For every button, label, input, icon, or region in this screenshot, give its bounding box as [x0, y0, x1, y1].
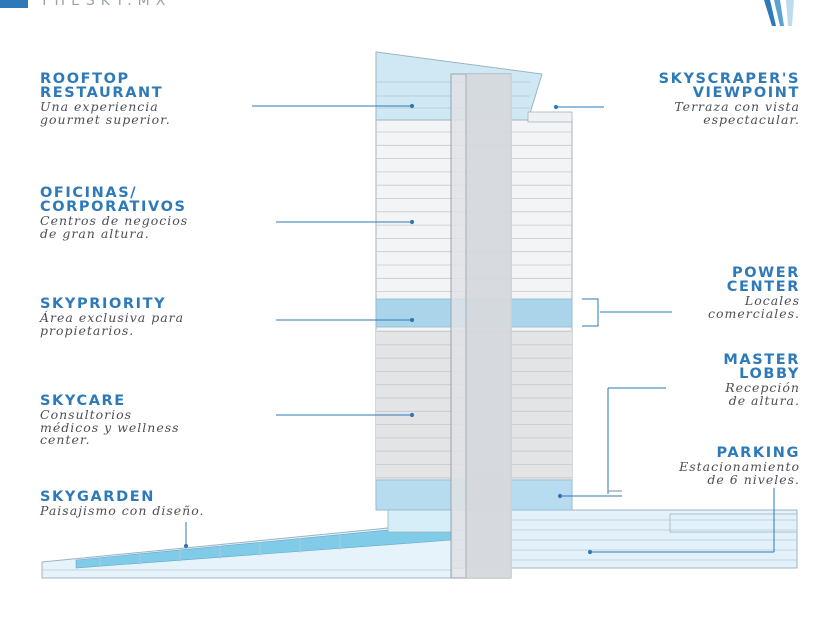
skygarden-desc: Paisajismo con diseño.	[40, 503, 205, 518]
brand-bar	[0, 0, 28, 8]
oficinas-title: OFICINAS/ CORPORATIVOS	[40, 185, 187, 215]
master-lobby-title: MASTER LOBBY	[723, 352, 800, 382]
parking-desc: Estacionamiento de 6 niveles.	[679, 459, 800, 487]
label-master-lobby: MASTER LOBBY Recepción de altura.	[540, 353, 800, 407]
oficinas-desc: Centros de negocios de gran altura.	[40, 213, 189, 241]
skypriority-title: SKYPRIORITY	[40, 296, 167, 312]
viewpoint-title: SKYSCRAPER'S VIEWPOINT	[658, 71, 800, 101]
master-lobby-desc: Recepción de altura.	[725, 380, 800, 408]
skycare-desc: Consultorios médicos y wellness center.	[40, 407, 180, 447]
skygarden-title: SKYGARDEN	[40, 489, 155, 505]
label-oficinas-corporativos: OFICINAS/ CORPORATIVOS Centros de negoci…	[40, 186, 300, 240]
label-skyscrapers-viewpoint: SKYSCRAPER'S VIEWPOINT Terraza con vista…	[540, 72, 800, 126]
label-skypriority: SKYPRIORITY Área exclusiva para propieta…	[40, 297, 300, 337]
label-skygarden: SKYGARDEN Paisajismo con diseño.	[40, 490, 300, 518]
brand-name: THESKY.MX	[40, 0, 172, 9]
power-center-desc: Locales comerciales.	[708, 293, 800, 321]
rooftop-restaurant-title: ROOFTOP RESTAURANT	[40, 71, 164, 101]
skycare-title: SKYCARE	[40, 393, 126, 409]
logo-icon	[764, 0, 794, 26]
skypriority-desc: Área exclusiva para propietarios.	[40, 310, 185, 338]
parking-title: PARKING	[716, 445, 800, 461]
power-center-title: POWER CENTER	[726, 265, 800, 295]
viewpoint-desc: Terraza con vista espectacular.	[674, 99, 800, 127]
label-power-center: POWER CENTER Locales comerciales.	[540, 266, 800, 320]
label-parking: PARKING Estacionamiento de 6 niveles.	[540, 446, 800, 486]
label-rooftop-restaurant: ROOFTOP RESTAURANT Una experiencia gourm…	[40, 72, 300, 126]
rooftop-restaurant-desc: Una experiencia gourmet superior.	[40, 99, 171, 127]
label-skycare: SKYCARE Consultorios médicos y wellness …	[40, 394, 300, 447]
